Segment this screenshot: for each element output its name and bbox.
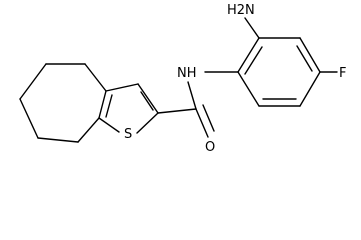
bond-carbonyl-o-a: [195, 108, 209, 138]
fluoro-label: F: [339, 66, 346, 81]
bond-ring6-2: [19, 63, 47, 100]
bond-carbonyl-o-b: [202, 104, 215, 132]
amine-label: H2N: [227, 3, 255, 18]
bond-ph-3-inner: [296, 45, 313, 72]
bond-c3-c2-a: [137, 83, 159, 114]
bond-ph-nh2: [244, 17, 260, 39]
oxygen-label: O: [205, 140, 215, 155]
bond-ring6-5: [77, 117, 100, 143]
amide-group: [157, 71, 239, 138]
bond-fused-double-b: [105, 94, 113, 118]
phenyl-ring: [237, 17, 338, 107]
bond-ring6-3: [19, 98, 39, 139]
bond-ph-1-inner: [244, 46, 263, 75]
thiophene-ring: [98, 83, 159, 134]
bond-ring6-6: [84, 63, 107, 92]
amide-nh-label: NH: [177, 66, 197, 81]
bond-ph-3: [299, 37, 321, 73]
bond-c3-c2-b: [140, 91, 154, 111]
molecule-structure: H2N NH F S O: [19, 3, 346, 155]
bond-s-c7a: [98, 117, 120, 133]
bond-c2-carbonyl: [157, 108, 197, 114]
bond-ph-4: [299, 71, 321, 107]
bond-ring6-4: [37, 137, 79, 143]
bond-c2-s: [136, 112, 159, 134]
cyclohexene-ring: [19, 63, 107, 143]
bond-ph-1: [237, 37, 260, 73]
bond-fused-double-a: [98, 90, 107, 119]
sulfur-label: S: [124, 127, 132, 142]
bond-ph-6: [237, 71, 260, 107]
atom-labels: H2N NH F S O: [124, 3, 346, 155]
bond-carbonyl-n: [187, 81, 197, 110]
bond-c3a-c3: [105, 83, 139, 92]
